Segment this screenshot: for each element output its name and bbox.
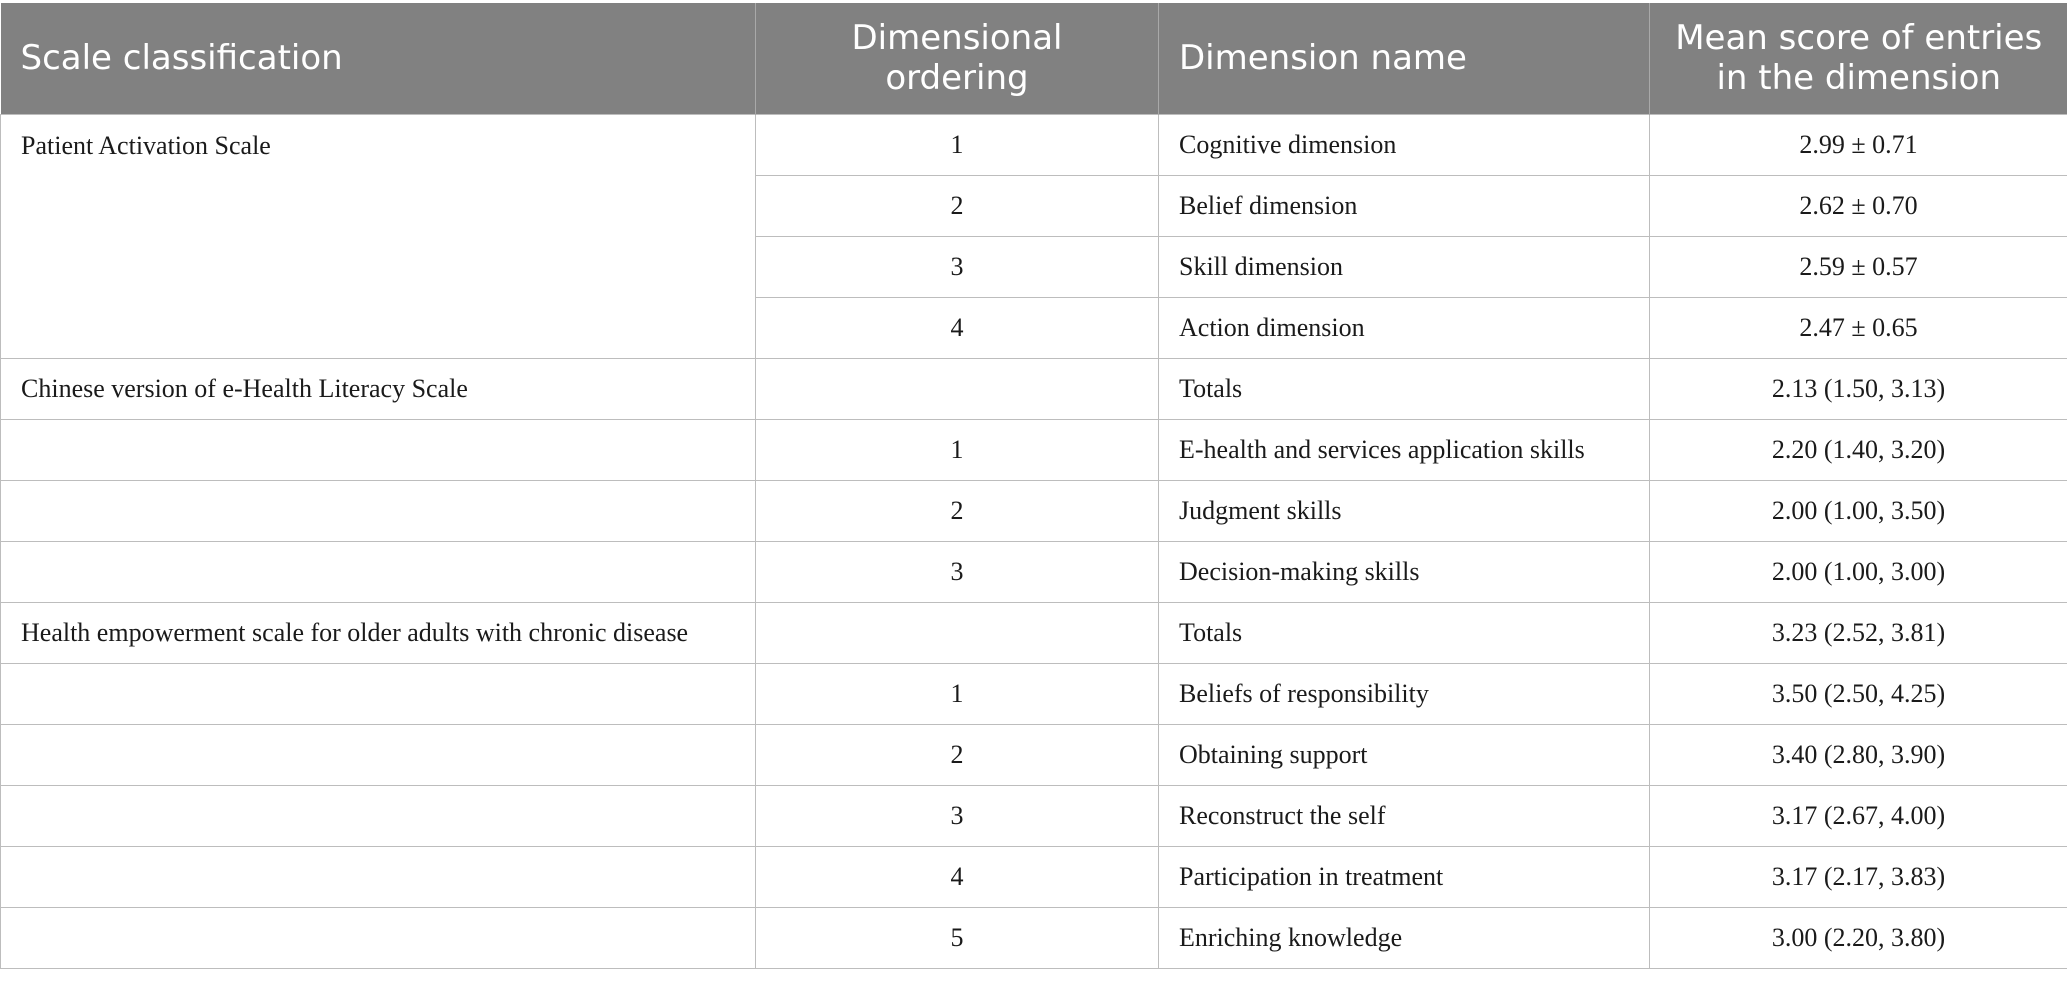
mean-score-cell: 3.40 (2.80, 3.90) bbox=[1649, 723, 2067, 785]
ordering-cell: 4 bbox=[755, 296, 1159, 358]
header-mean-score: Mean score of entries in the dimension bbox=[1649, 3, 2067, 114]
table-body: Patient Activation Scale 1 Cognitive dim… bbox=[0, 113, 2067, 969]
header-dimension-name: Dimension name bbox=[1158, 3, 1650, 114]
header-scale-classification: Scale classification bbox=[0, 3, 756, 114]
mean-score-cell: 2.62 ± 0.70 bbox=[1649, 174, 2067, 236]
dimension-name-cell: Totals bbox=[1158, 601, 1650, 663]
mean-score-cell: 3.17 (2.17, 3.83) bbox=[1649, 845, 2067, 907]
table-row: 3 Reconstruct the self 3.17 (2.67, 4.00) bbox=[0, 784, 2067, 846]
ordering-cell: 1 bbox=[755, 418, 1159, 480]
dimension-name-cell: Beliefs of responsibility bbox=[1158, 662, 1650, 724]
dimension-name-cell: Obtaining support bbox=[1158, 723, 1650, 785]
table-header: Scale classification Dimensional orderin… bbox=[0, 3, 2067, 114]
table-row: 5 Enriching knowledge 3.00 (2.20, 3.80) bbox=[0, 906, 2067, 969]
table-row: 1 Beliefs of responsibility 3.50 (2.50, … bbox=[0, 662, 2067, 724]
dimension-name-cell: Belief dimension bbox=[1158, 174, 1650, 236]
ordering-cell bbox=[755, 357, 1159, 419]
mean-score-cell: 3.17 (2.67, 4.00) bbox=[1649, 784, 2067, 846]
scale-name-cell bbox=[0, 479, 756, 541]
scale-name-cell bbox=[0, 784, 756, 846]
dimension-name-cell: Totals bbox=[1158, 357, 1650, 419]
table-row: 2 Judgment skills 2.00 (1.00, 3.50) bbox=[0, 479, 2067, 541]
dimension-name-cell: Participation in treatment bbox=[1158, 845, 1650, 907]
table-row: Chinese version of e-Health Literacy Sca… bbox=[0, 357, 2067, 419]
table-row: 2 Obtaining support 3.40 (2.80, 3.90) bbox=[0, 723, 2067, 785]
ordering-cell: 1 bbox=[755, 113, 1159, 175]
dimension-name-cell: Reconstruct the self bbox=[1158, 784, 1650, 846]
ordering-cell: 1 bbox=[755, 662, 1159, 724]
scale-name-cell bbox=[0, 845, 756, 907]
dimension-name-cell: Decision-making skills bbox=[1158, 540, 1650, 602]
ordering-cell: 2 bbox=[755, 174, 1159, 236]
dimension-name-cell: Enriching knowledge bbox=[1158, 906, 1650, 969]
mean-score-cell: 2.00 (1.00, 3.00) bbox=[1649, 540, 2067, 602]
scale-name-cell bbox=[0, 723, 756, 785]
ordering-cell: 3 bbox=[755, 540, 1159, 602]
ordering-cell: 4 bbox=[755, 845, 1159, 907]
scale-name-cell: Patient Activation Scale bbox=[0, 113, 756, 358]
mean-score-cell: 3.23 (2.52, 3.81) bbox=[1649, 601, 2067, 663]
ordering-cell: 2 bbox=[755, 723, 1159, 785]
mean-score-cell: 2.00 (1.00, 3.50) bbox=[1649, 479, 2067, 541]
table-row: 2 Belief dimension 2.62 ± 0.70 bbox=[1, 174, 2067, 236]
table-row: 3 Skill dimension 2.59 ± 0.57 bbox=[1, 235, 2067, 297]
ordering-cell: 3 bbox=[755, 784, 1159, 846]
scale-name-cell bbox=[0, 540, 756, 602]
mean-score-cell: 2.59 ± 0.57 bbox=[1649, 235, 2067, 297]
ordering-cell: 2 bbox=[755, 479, 1159, 541]
scale-dimension-table: Scale classification Dimensional orderin… bbox=[0, 3, 2067, 969]
dimension-name-cell: Action dimension bbox=[1158, 296, 1650, 358]
table-row: Patient Activation Scale 1 Cognitive dim… bbox=[0, 113, 2067, 358]
ordering-cell: 3 bbox=[755, 235, 1159, 297]
dimension-name-cell: Judgment skills bbox=[1158, 479, 1650, 541]
table-row: 3 Decision-making skills 2.00 (1.00, 3.0… bbox=[0, 540, 2067, 602]
scale-name-cell: Health empowerment scale for older adult… bbox=[0, 601, 756, 663]
scale-name-cell bbox=[0, 906, 756, 969]
mean-score-cell: 3.50 (2.50, 4.25) bbox=[1649, 662, 2067, 724]
header-row: Scale classification Dimensional orderin… bbox=[0, 3, 2067, 114]
scale-name-cell bbox=[0, 662, 756, 724]
mean-score-cell: 3.00 (2.20, 3.80) bbox=[1649, 906, 2067, 969]
mean-score-cell: 2.13 (1.50, 3.13) bbox=[1649, 357, 2067, 419]
scale-table-container: Scale classification Dimensional orderin… bbox=[0, 3, 2067, 969]
dimension-name-cell: Cognitive dimension bbox=[1158, 113, 1650, 175]
mean-score-cell: 2.47 ± 0.65 bbox=[1649, 296, 2067, 358]
table-row: 1 E-health and services application skil… bbox=[0, 418, 2067, 480]
scale-name-cell: Chinese version of e-Health Literacy Sca… bbox=[0, 357, 756, 419]
scale-name-cell bbox=[0, 418, 756, 480]
mean-score-cell: 2.99 ± 0.71 bbox=[1649, 113, 2067, 175]
dimension-name-cell: E-health and services application skills bbox=[1158, 418, 1650, 480]
table-row: 4 Action dimension 2.47 ± 0.65 bbox=[1, 296, 2067, 358]
table-row: Health empowerment scale for older adult… bbox=[0, 601, 2067, 663]
ordering-cell: 5 bbox=[755, 906, 1159, 969]
table-row: 4 Participation in treatment 3.17 (2.17,… bbox=[0, 845, 2067, 907]
ordering-cell bbox=[755, 601, 1159, 663]
dimension-name-cell: Skill dimension bbox=[1158, 235, 1650, 297]
mean-score-cell: 2.20 (1.40, 3.20) bbox=[1649, 418, 2067, 480]
header-dimensional-ordering: Dimensional ordering bbox=[755, 3, 1159, 114]
